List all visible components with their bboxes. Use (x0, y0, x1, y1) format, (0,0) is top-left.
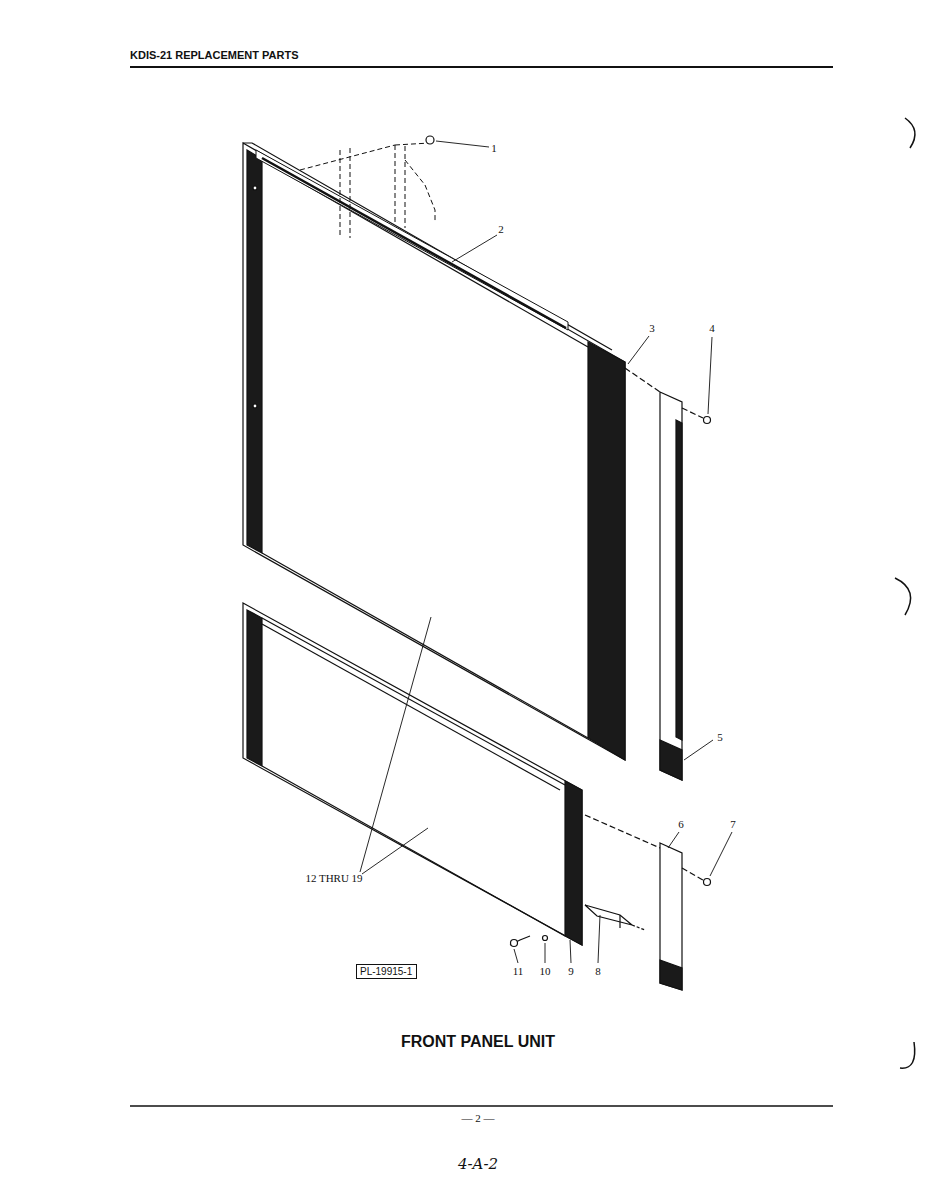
callout-number: 1 (491, 142, 497, 154)
callout-number: 9 (568, 965, 574, 977)
assembly-line (682, 408, 703, 418)
callout-number: 3 (649, 322, 655, 334)
panel-hole (253, 186, 257, 190)
side-strip (660, 740, 682, 780)
panel-edge (262, 624, 560, 790)
binder-hole (905, 118, 915, 148)
callout-number: 7 (730, 818, 736, 830)
drawing-number-box: PL-19915-1 (356, 964, 417, 979)
callout-number: 2 (498, 223, 504, 235)
panel-edge (262, 766, 565, 936)
washer (543, 936, 548, 941)
panel-dark-band (247, 610, 262, 766)
side-strip (660, 960, 682, 990)
assembly-line (625, 368, 660, 392)
header-rule (130, 66, 833, 68)
callout-number: 10 (540, 965, 551, 977)
bracket-leader (632, 925, 645, 930)
bracket (619, 915, 620, 928)
leader-lines (360, 141, 732, 963)
side-strip (660, 843, 682, 990)
side-strip (676, 420, 682, 740)
screw (426, 136, 434, 144)
screw (704, 417, 711, 424)
handwritten-page-ref: 4-A-2 (458, 1156, 498, 1173)
assembly-line (585, 815, 660, 848)
callout-range: 12 THRU 19 (305, 872, 362, 884)
panel-dark-band (565, 781, 582, 945)
page-header: KDIS-21 REPLACEMENT PARTS (130, 49, 298, 61)
hidden-bracket (300, 143, 435, 238)
drawing-number: PL-19915-1 (360, 966, 413, 977)
panel-edge (243, 143, 612, 350)
panel-dark-band (588, 342, 625, 760)
side-strip (660, 392, 682, 780)
callout-number: 11 (513, 965, 524, 977)
binder-hole (900, 1042, 915, 1068)
panel-dark-band (247, 150, 262, 553)
lower-panel (243, 603, 582, 945)
footer-rule (130, 1105, 833, 1107)
panel-hole (253, 404, 257, 408)
figure-title: FRONT PANEL UNIT (401, 1033, 555, 1051)
page-number: — 2 — (462, 1112, 495, 1124)
panel-edge (262, 618, 565, 785)
binder-hole (895, 578, 911, 615)
screw (704, 879, 711, 886)
callout-number: 6 (678, 818, 684, 830)
assembly-line (682, 868, 703, 880)
top-rail (256, 150, 568, 330)
callout-number: 5 (717, 731, 723, 743)
callout-number: 4 (709, 322, 715, 334)
callout-number: 8 (595, 965, 601, 977)
screw (511, 940, 518, 947)
bracket (585, 905, 632, 925)
top-rail (262, 158, 566, 328)
